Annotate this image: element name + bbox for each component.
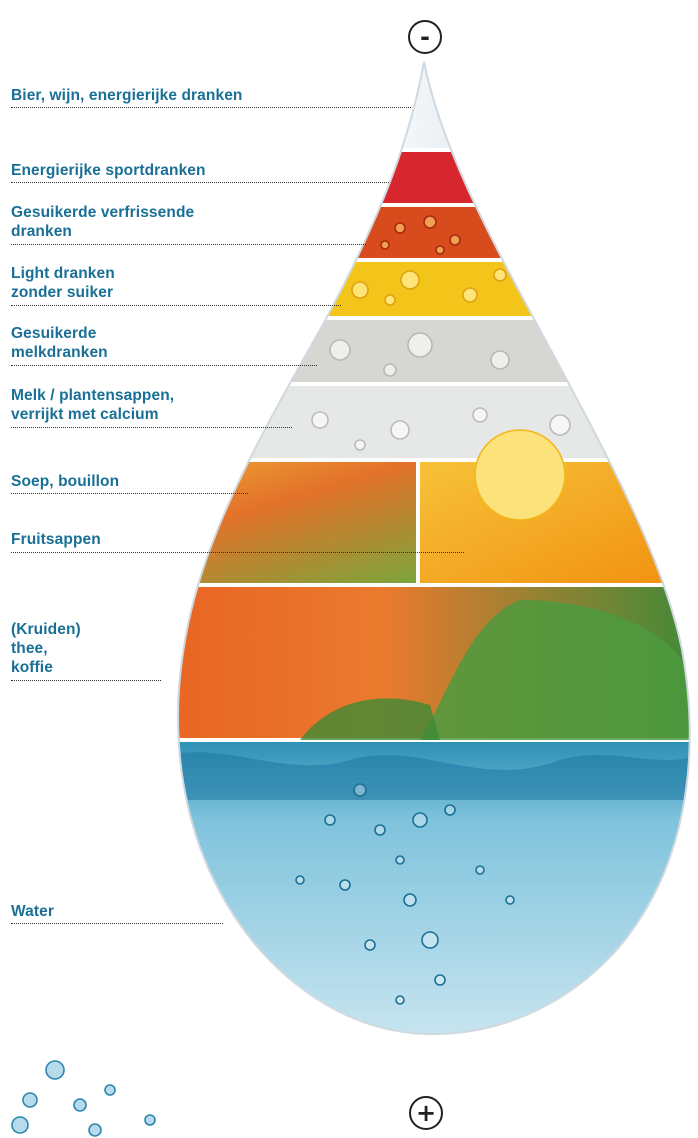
decor-bubble <box>330 340 350 360</box>
decor-wave <box>150 752 698 800</box>
label-fruitsappen: Fruitsappen <box>11 530 101 549</box>
leader-line-water <box>11 923 223 924</box>
decor-bubble <box>352 282 368 298</box>
leader-line-melk-plantensappen <box>11 427 292 428</box>
band-separator <box>0 583 698 587</box>
decor-bubble <box>401 271 419 289</box>
decor-bubble <box>381 241 389 249</box>
leader-line-fruitsappen <box>11 552 464 553</box>
decor-water-bubble <box>445 805 455 815</box>
band-separator <box>0 458 698 462</box>
decor-water-bubble <box>435 975 445 985</box>
decor-bubble <box>385 295 395 305</box>
leader-line-kruiden-thee-koffie <box>11 680 161 681</box>
decor-bubble <box>424 216 436 228</box>
decor-bubble <box>436 246 444 254</box>
minus-indicator-icon: - <box>408 20 442 54</box>
label-gesuikerde-melkdranken: Gesuikerde melkdranken <box>11 324 108 362</box>
label-bier: Bier, wijn, energierijke dranken <box>11 86 242 105</box>
decor-bubble <box>355 440 365 450</box>
decor-bubble <box>473 408 487 422</box>
decor-splash-droplet <box>105 1085 115 1095</box>
leader-line-bier <box>11 107 411 108</box>
decor-bubble <box>450 235 460 245</box>
decor-bubble <box>553 343 567 357</box>
label-energierijke-sportdranken: Energierijke sportdranken <box>11 161 206 180</box>
decor-splash-droplet <box>145 1115 155 1125</box>
band-separator <box>416 460 420 585</box>
label-gesuikerde-verfrissende-dranken: Gesuikerde verfrissende dranken <box>11 203 194 241</box>
leader-line-light-dranken <box>11 305 341 306</box>
band-bier <box>0 0 698 150</box>
band-separator <box>0 148 698 152</box>
leader-line-gesuikerde-verfrissende-dranken <box>11 244 366 245</box>
decor-water-bubble <box>396 996 404 1004</box>
label-kruiden-thee-koffie: (Kruiden) thee, koffie <box>11 620 81 677</box>
decor-water-bubble <box>422 932 438 948</box>
decor-water-bubble <box>413 813 427 827</box>
plus-indicator-icon: + <box>409 1096 443 1130</box>
band-separator <box>0 316 698 320</box>
decor-water-bubble <box>365 940 375 950</box>
leader-line-soep-bouillon <box>11 493 248 494</box>
decor-lemon-slice <box>475 430 565 520</box>
decor-splash-droplet <box>89 1124 101 1136</box>
decor-bubble <box>408 333 432 357</box>
label-soep-bouillon: Soep, bouillon <box>11 472 119 491</box>
decor-water-bubble <box>506 896 514 904</box>
decor-splash-droplet <box>23 1093 37 1107</box>
decor-bubble <box>391 421 409 439</box>
band-separator <box>0 258 698 262</box>
decor-water-bubble <box>396 856 404 864</box>
decor-splash-droplet <box>12 1117 28 1133</box>
label-melk-plantensappen: Melk / plantensappen, verrijkt met calci… <box>11 386 174 424</box>
decor-water-bubble <box>325 815 335 825</box>
label-water: Water <box>11 902 54 921</box>
decor-splash-droplet <box>74 1099 86 1111</box>
decor-splash-droplet <box>46 1061 64 1079</box>
decor-bubble <box>614 434 626 446</box>
decor-bubble <box>550 415 570 435</box>
leader-line-energierijke-sportdranken <box>11 182 389 183</box>
decor-bubble <box>312 412 328 428</box>
label-light-dranken: Light dranken zonder suiker <box>11 264 115 302</box>
decor-water-bubble <box>296 876 304 884</box>
decor-bubble <box>494 269 506 281</box>
decor-bubble <box>463 288 477 302</box>
leader-line-gesuikerde-melkdranken <box>11 365 317 366</box>
decor-bubble <box>395 223 405 233</box>
decor-water-bubble <box>354 784 366 796</box>
decor-water-bubble <box>476 866 484 874</box>
decor-water-bubble <box>340 880 350 890</box>
decor-bubble <box>384 364 396 376</box>
decor-bubble <box>491 351 509 369</box>
decor-water-bubble <box>375 825 385 835</box>
decor-water-bubble <box>404 894 416 906</box>
